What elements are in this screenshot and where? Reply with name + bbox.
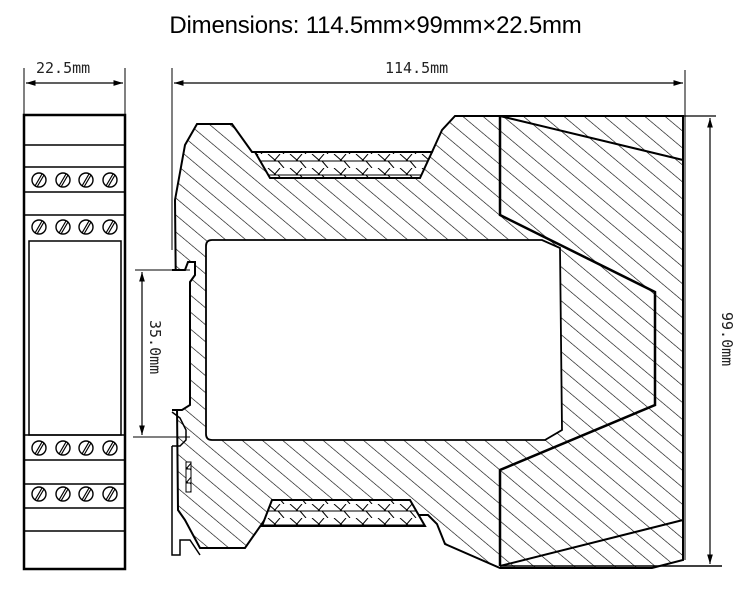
terminal-row-1 [31,172,118,188]
slotted-screw-icon [31,440,47,456]
slotted-screw-icon [55,486,71,502]
height-dimension-label: 99.0mm [718,312,736,366]
slotted-screw-icon [78,486,94,502]
slotted-screw-icon [102,440,118,456]
length-dimension-label: 114.5mm [385,59,448,77]
slotted-screw-icon [31,172,47,188]
slotted-screw-icon [78,219,94,235]
width-dimension-label: 22.5mm [36,59,90,77]
slotted-screw-icon [55,219,71,235]
slotted-screw-icon [55,172,71,188]
slotted-screw-icon [102,219,118,235]
diagram-title: Dimensions: 114.5mm×99mm×22.5mm [169,12,582,39]
terminal-row-4 [31,486,118,502]
rail-dimension-label: 35.0mm [146,320,164,374]
slotted-screw-icon [31,219,47,235]
slotted-screw-icon [78,172,94,188]
slotted-screw-icon [102,486,118,502]
slotted-screw-icon [102,172,118,188]
slotted-screw-icon [55,440,71,456]
terminal-row-3 [31,440,118,456]
slotted-screw-icon [78,440,94,456]
front-view: 22.5mm [22,59,127,571]
terminal-row-2 [31,219,118,235]
side-view: 114.5mm 99.0mm 35.0mm [133,59,736,569]
slotted-screw-icon [31,486,47,502]
